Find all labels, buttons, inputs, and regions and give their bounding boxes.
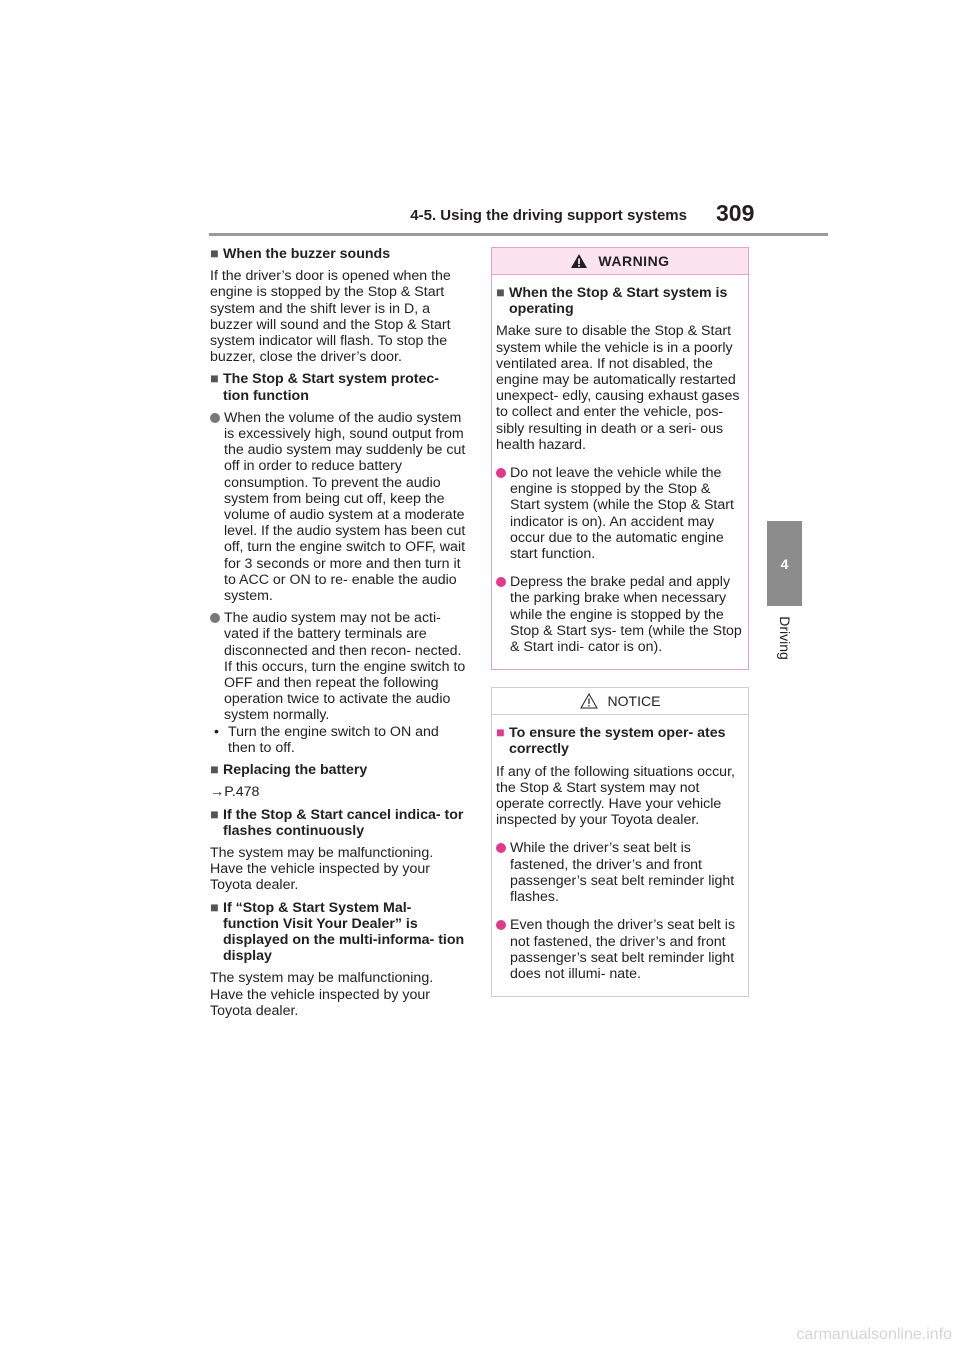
bullet-dot-icon [496,920,506,931]
section-marker: ■ [210,806,219,823]
section-title: 4-5. Using the driving support systems [410,207,687,224]
bullet-item: Do not leave the vehicle while the engin… [496,465,744,562]
section-heading: ■ When the Stop & Start system is operat… [496,285,744,317]
section-marker: ■ [496,725,505,742]
section-heading-text: To ensure the system oper- ates correctl… [509,725,726,758]
section-heading: ■ If “Stop & Start System Mal- function … [210,900,468,965]
bullet-text: Depress the brake pedal and apply the pa… [510,574,742,656]
section-heading-text: Replacing the battery [223,762,368,779]
warning-body: ■ When the Stop & Start system is operat… [492,275,748,669]
section-marker: ■ [210,371,219,388]
warning-header: WARNING [492,248,748,275]
section-heading-text: If the Stop & Start cancel indica- tor f… [223,806,464,839]
bullet-text: The audio system may not be acti- vated … [224,610,466,724]
sub-item-text: Turn the engine switch to ON and then to… [228,723,439,756]
bullet-dot-icon [496,577,506,588]
bullet-text: While the driver’s seat belt is fastened… [510,840,735,906]
bullet-text: Do not leave the vehicle while the engin… [510,465,734,563]
bullet-item: While the driver’s seat belt is fastened… [496,840,744,905]
paragraph: The system may be malfunctioning. Have t… [210,844,434,894]
sub-item: • Turn the engine switch to ON and then … [210,724,468,756]
notice-body: ■ To ensure the system oper- ates correc… [492,715,748,996]
chapter-label: Driving [773,616,797,660]
section-heading: ■ When the buzzer sounds [210,246,468,262]
section-heading: ■ If the Stop & Start cancel indica- tor… [210,807,468,839]
bullet-dot-icon [496,468,506,479]
bullet-item: When the volume of the audio system is e… [210,410,468,604]
section-heading-text: When the Stop & Start system is operatin… [509,285,728,318]
notice-title: NOTICE [607,693,661,710]
header-rule [209,233,828,236]
bullet-dot-icon [210,613,220,624]
notice-header: NOTICE [492,688,748,716]
bullet-text: Even though the driver’s seat belt is no… [510,917,736,982]
right-column: WARNING ■ When the Stop & Start system i… [491,247,749,998]
bullet-text: When the volume of the audio system is e… [224,409,466,605]
section-marker: ■ [496,285,505,301]
paragraph: Make sure to disable the Stop & Start sy… [496,323,740,453]
warning-triangle-icon [570,253,588,269]
bullet-dot-icon [496,843,506,854]
section-heading-text: When the buzzer sounds [223,246,391,262]
page-number: 309 [716,200,755,226]
caution-triangle-icon [579,693,598,709]
bullet-item: Depress the brake pedal and apply the pa… [496,574,744,655]
section-marker: ■ [210,899,219,916]
sub-item-marker: • [214,723,219,740]
left-column: ■ When the buzzer sounds If the driver’s… [210,246,468,1025]
section-heading-text: The Stop & Start system protec- tion fun… [223,371,440,404]
bullet-dot-icon [210,412,220,423]
section-heading: ■ The Stop & Start system protec- tion f… [210,371,468,403]
paragraph: If any of the following situations occur… [496,763,735,829]
section-heading: ■ Replacing the battery [210,762,468,778]
watermark: carmanualsonline.info [796,1326,952,1343]
section-marker: ■ [210,246,219,262]
section-heading: ■ To ensure the system oper- ates correc… [496,725,744,757]
bullet-item: Even though the driver’s seat belt is no… [496,917,744,982]
page-reference-link[interactable]: →P.478 [210,784,260,801]
warning-box: WARNING ■ When the Stop & Start system i… [491,247,749,671]
chapter-label-text: Driving [777,616,793,660]
bullet-item: The audio system may not be acti- vated … [210,610,468,723]
warning-title: WARNING [598,252,670,269]
section-heading-text: If “Stop & Start System Mal- function Vi… [223,899,465,965]
paragraph: The system may be malfunctioning. Have t… [210,970,434,1019]
notice-box: NOTICE ■ To ensure the system oper- ates… [491,687,749,998]
section-marker: ■ [210,762,219,779]
chapter-number: 4 [780,555,789,572]
chapter-tab: 4 [767,521,802,606]
paragraph: If the driver’s door is opened when the … [210,268,451,366]
